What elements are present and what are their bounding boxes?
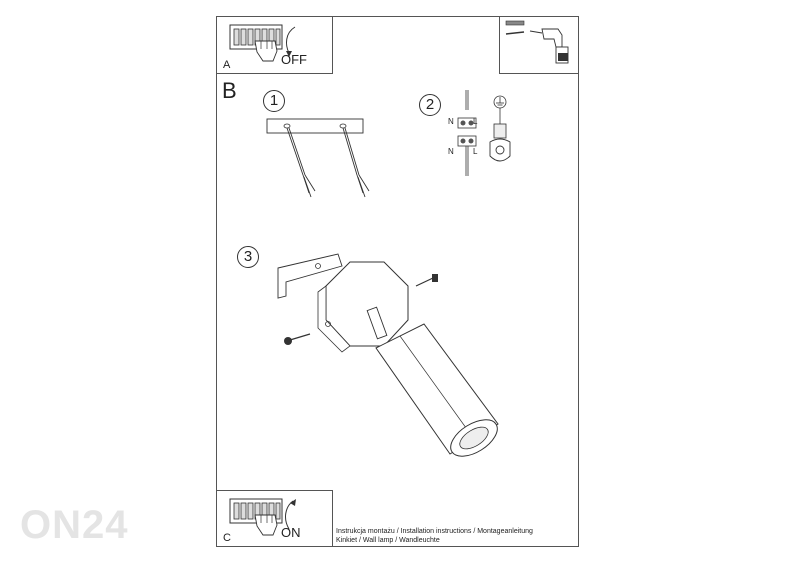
ground-symbol-icon — [493, 95, 507, 109]
fuse-box-icon — [229, 24, 296, 62]
wire-n-bottom: N — [448, 147, 454, 156]
panel-b-letter: B — [222, 78, 237, 103]
screw-icon — [415, 274, 438, 287]
watermark-logo: ON24 — [20, 503, 129, 547]
step-2-marker: 2 — [419, 94, 441, 116]
hand-icon — [254, 514, 278, 536]
wire-l-top: L — [473, 117, 478, 126]
step-1-marker: 1 — [263, 90, 285, 112]
wall-plug-icon — [505, 20, 525, 35]
tools-panel — [499, 16, 579, 74]
wire-left — [286, 127, 316, 198]
caption-instructions: Instrukcja montażu / Installation instru… — [336, 528, 533, 535]
caption-product: Kinkiet / Wall lamp / Wandleuchte — [336, 537, 440, 544]
panel-a-letter: A — [223, 59, 231, 71]
on-label: ON — [281, 525, 301, 540]
panel-c-power-on: C ON — [216, 490, 333, 547]
ceiling-mount-diagram — [266, 118, 370, 198]
hand-icon — [254, 40, 278, 62]
step-3-marker: 3 — [237, 246, 259, 268]
wire-l-bottom: L — [473, 147, 478, 156]
rotate-arrow-icon — [286, 26, 296, 54]
fuse-box-icon — [229, 498, 296, 536]
off-label: OFF — [281, 52, 307, 67]
screw-icon — [284, 333, 311, 345]
panel-c-letter: C — [223, 532, 231, 544]
lamp-assembly-diagram — [277, 253, 499, 457]
drill-icon — [529, 28, 569, 64]
wire-n-top: N — [448, 117, 454, 126]
wire-right — [342, 127, 370, 198]
panel-a-power-off: A OFF — [216, 16, 333, 74]
wiring-connector-diagram — [457, 90, 511, 176]
